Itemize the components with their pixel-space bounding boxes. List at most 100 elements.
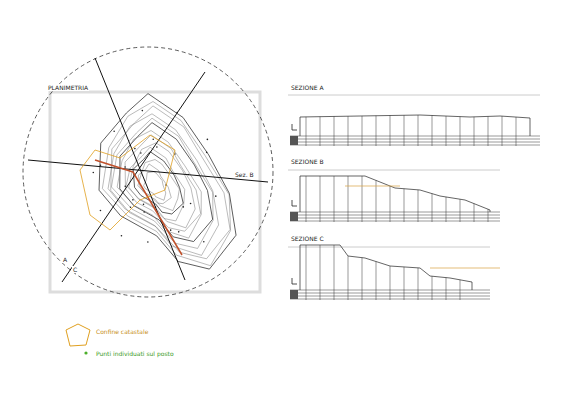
survey-point: [142, 110, 144, 112]
row-headers: [290, 290, 298, 299]
section-label: Sez. B: [234, 171, 255, 178]
ordinate: [348, 116, 349, 146]
water-level: [430, 268, 500, 269]
data-row: [290, 145, 540, 146]
data-row: [290, 136, 540, 137]
contour-line: [111, 118, 213, 248]
scale-mark: [292, 200, 297, 206]
survey-point: [206, 152, 208, 154]
title-rule: [288, 247, 490, 248]
plan: [23, 47, 273, 297]
ordinate: [390, 116, 391, 147]
survey-point: [190, 203, 192, 205]
ordinate: [474, 204, 475, 222]
contour-line: [120, 123, 213, 242]
contour-line: [138, 160, 180, 211]
data-row: [290, 142, 540, 143]
survey-point: [132, 199, 134, 201]
section-label: C: [72, 266, 78, 273]
contour-line: [125, 135, 201, 231]
section-line: [95, 58, 185, 280]
data-row: [290, 139, 540, 140]
ordinate: [502, 116, 503, 146]
ordinate: [446, 278, 447, 300]
survey-point: [178, 231, 180, 233]
title-rule: [288, 170, 500, 171]
section-line-red: [95, 160, 133, 172]
ordinate: [404, 267, 405, 300]
data-row: [290, 299, 490, 300]
scale-mark: [292, 124, 297, 130]
contour-line: [133, 152, 183, 214]
survey-point: [203, 241, 205, 243]
survey-point: [134, 148, 136, 150]
data-row: [290, 296, 490, 297]
section-line: [62, 72, 205, 282]
ordinate: [460, 199, 461, 222]
terrain-profile: [300, 176, 490, 212]
ordinate: [306, 117, 307, 146]
survey-point: [92, 172, 94, 174]
survey-point: [156, 146, 158, 148]
row-headers: [290, 136, 298, 145]
section-line: [28, 160, 268, 182]
survey-point: [143, 211, 145, 213]
plan-title: PLANIMETRIA: [47, 84, 89, 91]
survey-point: [215, 195, 217, 197]
contour-line: [108, 114, 219, 256]
survey-point: [152, 138, 154, 140]
ordinate: [306, 245, 307, 300]
terrain-profile: [300, 115, 530, 136]
survey-point: [147, 241, 149, 243]
ordinate: [516, 117, 517, 146]
survey-point: [140, 152, 142, 154]
ordinate: [376, 180, 377, 222]
survey-point: [113, 130, 115, 132]
legend-text: Confine catastale: [96, 328, 148, 335]
water-level: [345, 186, 400, 187]
ordinate: [418, 115, 419, 146]
ordinate: [390, 266, 391, 300]
legend-sample-polygon: [66, 324, 90, 346]
ordinate: [418, 190, 419, 222]
ordinate: [376, 262, 377, 300]
section-title: SEZIONE A: [290, 84, 325, 91]
data-row: [290, 215, 500, 216]
data-row: [290, 290, 490, 291]
contour-lines: [92, 94, 236, 270]
ordinate: [362, 116, 363, 146]
survey-point: [121, 235, 123, 237]
ordinate: [376, 116, 377, 146]
section-title: SEZIONE C: [290, 235, 325, 242]
section-label: A: [62, 256, 68, 263]
ordinate: [474, 117, 475, 146]
survey-point: [100, 210, 102, 212]
survey-point: [207, 139, 209, 141]
scale-mark: [292, 278, 297, 284]
legend-sample-point: [84, 351, 87, 354]
survey-point: [100, 164, 102, 166]
ordinate: [432, 194, 433, 222]
survey-point: [170, 229, 172, 231]
ordinate: [334, 245, 335, 300]
ordinate: [390, 186, 391, 222]
ordinate: [348, 256, 349, 300]
ordinate: [404, 189, 405, 222]
ordinate: [488, 116, 489, 146]
survey-point: [130, 206, 132, 208]
ordinate: [320, 245, 321, 300]
ordinate: [432, 115, 433, 146]
ordinate: [320, 117, 321, 146]
ordinate: [460, 117, 461, 146]
title-rule: [288, 95, 540, 96]
dashed-circle: [23, 47, 273, 297]
survey-point: [182, 206, 184, 208]
cadastral-boundary: [80, 135, 175, 230]
sheet-frame: [50, 92, 260, 292]
section-line-red: [133, 172, 182, 255]
survey-point: [124, 185, 126, 187]
ordinate: [404, 115, 405, 146]
section-title: SEZIONE B: [290, 158, 325, 165]
ordinate: [446, 116, 447, 146]
